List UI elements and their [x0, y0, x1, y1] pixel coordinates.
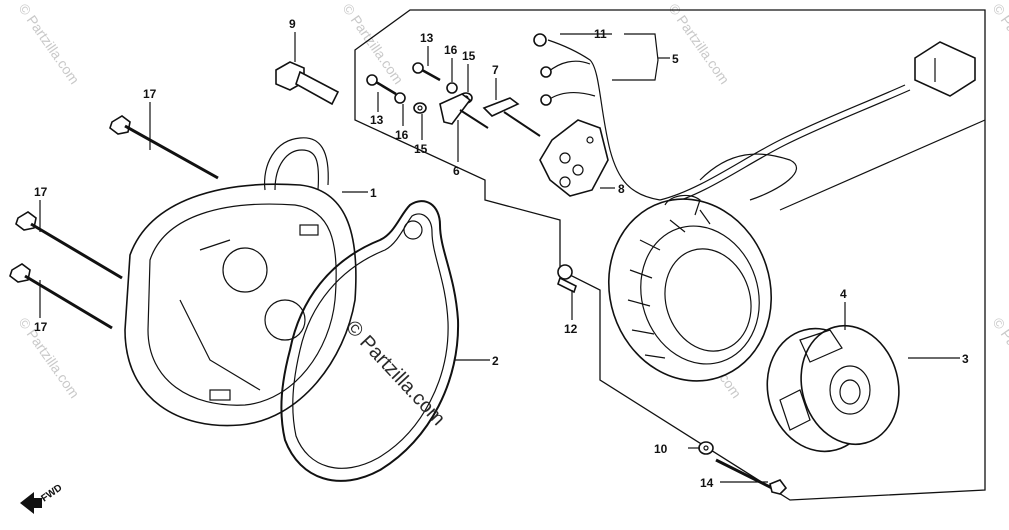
- bolt-12: [557, 264, 577, 294]
- callout-17-bottom: 17: [34, 320, 48, 334]
- leader-lines: [39, 32, 960, 483]
- callout-15-lower: 15: [414, 142, 428, 156]
- callout-12: 12: [564, 322, 578, 336]
- callout-16-upper: 16: [444, 43, 458, 57]
- callout-11: 11: [594, 27, 607, 41]
- left-crankcase-cover: [124, 137, 357, 427]
- wire-harness-5: [533, 33, 911, 206]
- callout-3: 3: [962, 352, 969, 366]
- callout-10: 10: [654, 442, 668, 456]
- callout-7: 7: [492, 63, 499, 77]
- screw-13-lower: [366, 74, 397, 96]
- watermark-bottom-left: © Partzilla.com: [16, 315, 83, 401]
- screw-13-upper: [412, 62, 441, 82]
- watermark-top-right-1: © Partzilla.com: [666, 1, 733, 87]
- brush-holder-plate-8: [539, 119, 609, 197]
- bolt-17-top: [109, 115, 219, 180]
- callout-16-lower: 16: [395, 128, 409, 142]
- watermark-top-left: © Partzilla.com: [16, 1, 83, 87]
- washer-15-lower: [413, 102, 427, 114]
- watermark-top-right-2: © Partzilla.com: [990, 1, 1009, 87]
- brush-holder-7: [482, 97, 541, 137]
- lock-washer-16-lower: [394, 92, 406, 104]
- assembly-frame: [354, 9, 986, 501]
- callout-13-upper: 13: [420, 31, 434, 45]
- stator-3: [607, 194, 773, 382]
- forward-label: FWD: [39, 482, 64, 504]
- washer-10: [698, 441, 714, 455]
- forward-arrow: FWD: [20, 482, 64, 514]
- callout-1: 1: [370, 186, 377, 200]
- callout-17-top: 17: [143, 87, 157, 101]
- assembly-frame-right: [779, 119, 986, 211]
- lock-washer-16-upper: [446, 82, 458, 94]
- bolt-17-middle: [15, 211, 123, 280]
- rotor-4: [766, 324, 900, 453]
- callout-4: 4: [840, 287, 847, 301]
- callout-8: 8: [618, 182, 625, 196]
- brush-holder-6: [439, 93, 489, 129]
- connector-plug: [914, 41, 976, 97]
- cover-gasket: [280, 200, 460, 482]
- bolt-9: [275, 61, 340, 106]
- bolt-14: [715, 458, 788, 495]
- callout-6: 6: [453, 164, 460, 178]
- callout-17-middle: 17: [34, 185, 48, 199]
- callout-9: 9: [289, 17, 296, 31]
- watermark-bottom-far-right: © Partzilla.com: [990, 315, 1009, 401]
- watermark-top-middle: © Partzilla.com: [340, 1, 407, 87]
- callout-5: 5: [672, 52, 679, 66]
- watermark-center: © Partzilla.com: [341, 316, 449, 430]
- callout-2: 2: [492, 354, 499, 368]
- callout-13-lower: 13: [370, 113, 384, 127]
- callout-14: 14: [700, 476, 714, 490]
- callout-15-upper: 15: [462, 49, 476, 63]
